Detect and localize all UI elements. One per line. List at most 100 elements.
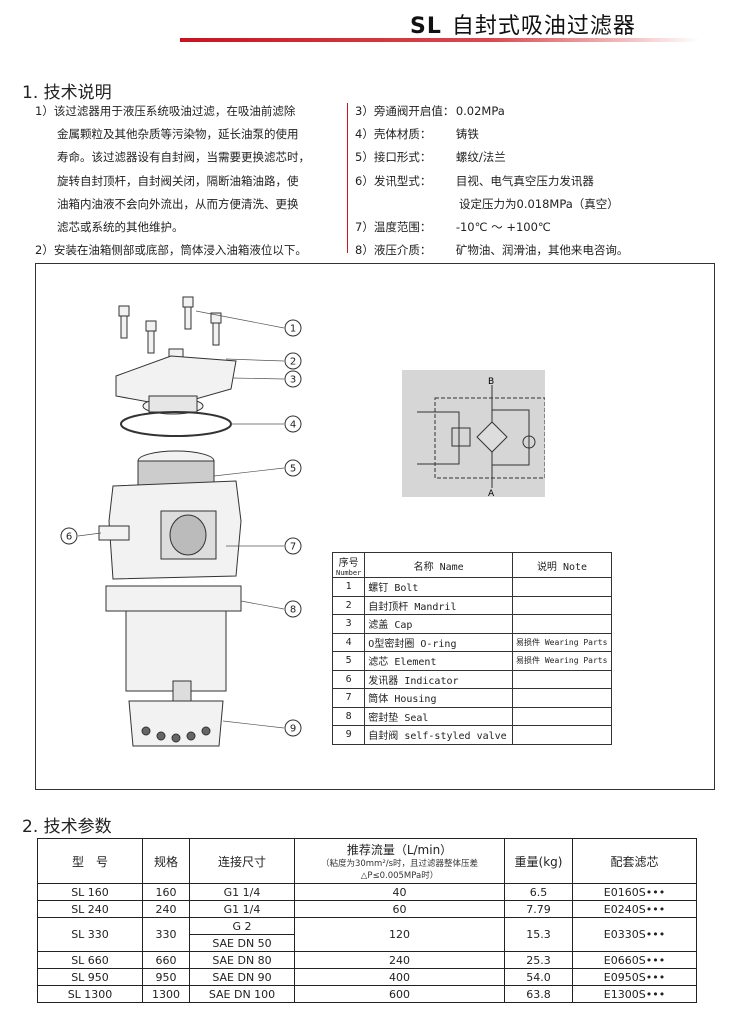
connection-cell: SAE DN 80	[189, 951, 295, 969]
description-left: 1）该过滤器用于液压系统吸油过滤，在吸油前滤除金属颗粒及其他杂质等污染物，延长油…	[35, 100, 310, 262]
header-number-en: Number	[336, 568, 362, 577]
item-text: 油箱内油液不会向外流出，从而方便清洗、更换	[57, 196, 299, 211]
item-text: 安装在油箱侧部或底部，筒体浸入油箱液位以下。	[53, 243, 307, 258]
header-number-zh: 序号	[338, 557, 359, 569]
connection-cell: SAE DN 50	[189, 934, 295, 952]
part-name: 发讯器 Indicator	[364, 669, 513, 689]
spec-item: 3）旁通阀开启值：0.02MPa	[355, 100, 628, 123]
element-cell: E0160S•••	[572, 883, 697, 901]
flow-cell: 60	[294, 900, 505, 918]
part-number: 9	[331, 725, 366, 745]
item-text: 该过滤器用于液压系统吸油过滤，在吸油前滤除	[53, 104, 296, 118]
description-line: 寿命。该过滤器设有自封阀，当需要更换滤芯时，	[35, 146, 310, 169]
callout-3: 3	[284, 370, 302, 388]
part-number: 5	[331, 651, 366, 671]
element-cell: E0950S•••	[572, 968, 697, 986]
part-name: 滤芯 Element	[364, 651, 513, 671]
header-spec: 规格	[142, 838, 190, 884]
spec-value: 铸铁	[455, 127, 479, 142]
spec-item: 7）温度范围：-10℃ ～ +100℃	[355, 216, 628, 239]
spec-label: 液压介质：	[373, 243, 432, 258]
part-number: 7	[331, 688, 366, 708]
parts-header-note: 说明 Note	[512, 552, 612, 578]
bolt-icon	[182, 296, 194, 330]
element-cell: E0660S•••	[572, 951, 697, 969]
header-conn: 连接尺寸	[189, 838, 295, 884]
item-number: 8）	[355, 243, 374, 258]
spec-item-cont: 设定压力为0.018MPa（真空）	[355, 193, 628, 216]
connection-cell: G1 1/4	[189, 900, 295, 918]
description-line: 金属颗粒及其他杂质等污染物，延长油泵的使用	[35, 123, 310, 146]
spec-cell: 330	[142, 917, 190, 952]
spec-label: 壳体材质：	[373, 127, 432, 142]
callout-number: 8	[290, 605, 296, 616]
header-element: 配套滤芯	[572, 838, 697, 884]
spec-value: -10℃ ～ +100℃	[455, 220, 551, 235]
model-cell: SL 160	[37, 883, 143, 901]
callout-number: 6	[66, 532, 72, 543]
connection-cell: G1 1/4	[189, 883, 295, 901]
spec-cell: 1300	[142, 985, 190, 1003]
description-line: 油箱内油液不会向外流出，从而方便清洗、更换	[35, 193, 310, 216]
weight-cell: 63.8	[504, 985, 573, 1003]
part-name: 自封阀 self-styled valve	[364, 725, 513, 745]
spec-value: 矿物油、润滑油，其他来电咨询。	[455, 243, 629, 258]
spec-item: 5）接口形式：螺纹/法兰	[355, 146, 628, 169]
header-flow: 推荐流量（L/min）（粘度为30mm²/s时，且过滤器整体压差△P≤0.005…	[294, 838, 505, 884]
callout-number: 2	[290, 357, 296, 368]
flow-note-2: △P≤0.005MPa时）	[360, 870, 439, 881]
item-text: 寿命。该过滤器设有自封阀，当需要更换滤芯时，	[57, 150, 310, 165]
parts-header-name: 名称 Name	[364, 552, 513, 578]
callout-number: 1	[290, 324, 296, 335]
spec-item: 4）壳体材质： 铸铁	[355, 123, 628, 146]
connection-cell: SAE DN 100	[189, 985, 295, 1003]
callout-number: 5	[290, 464, 296, 475]
item-number: 6）	[355, 173, 374, 188]
bolt-icon	[210, 312, 222, 346]
spec-value: 0.02MPa	[455, 104, 505, 118]
flow-note-1: （粘度为30mm²/s时，且过滤器整体压差	[320, 858, 479, 869]
flow-cell: 120	[294, 917, 505, 952]
part-note	[512, 688, 612, 708]
item-number: 4）	[355, 127, 374, 142]
part-name: 滤盖 Cap	[364, 614, 513, 634]
flow-title: 推荐流量（L/min）	[346, 842, 453, 857]
part-name: O型密封圈 O-ring	[364, 632, 513, 652]
part-note: 易损件 Wearing Parts	[512, 651, 612, 671]
flow-cell: 600	[294, 985, 505, 1003]
spec-label: 旁通阀开启值：	[373, 104, 455, 118]
model-cell: SL 1300	[37, 985, 143, 1003]
item-text: 旋转自封顶杆，自封阀关闭，隔断油箱油路，使	[57, 173, 299, 188]
part-note: 易损件 Wearing Parts	[512, 632, 612, 652]
description-line: 2）安装在油箱侧部或底部，筒体浸入油箱液位以下。	[35, 239, 310, 262]
flow-cell: 400	[294, 968, 505, 986]
part-number: 3	[331, 614, 366, 634]
part-number: 4	[331, 632, 366, 652]
callout-8: 8	[284, 600, 302, 618]
item-number: 7）	[355, 220, 374, 235]
parameters-table: 型 号 规格 连接尺寸 推荐流量（L/min）（粘度为30mm²/s时，且过滤器…	[37, 838, 697, 1003]
weight-cell: 7.79	[504, 900, 573, 918]
weight-cell: 25.3	[504, 951, 573, 969]
item-number: 1）	[35, 104, 54, 118]
model-cell: SL 240	[37, 900, 143, 918]
description-line: 滤芯或系统的其他维护。	[35, 216, 310, 239]
weight-cell: 15.3	[504, 917, 573, 952]
callout-number: 4	[290, 420, 296, 431]
element-cell: E1300S•••	[572, 985, 697, 1003]
part-number: 8	[331, 706, 366, 726]
spec-value: 螺纹/法兰	[455, 150, 506, 165]
callout-number: 3	[290, 375, 296, 386]
callout-number: 7	[290, 542, 296, 553]
